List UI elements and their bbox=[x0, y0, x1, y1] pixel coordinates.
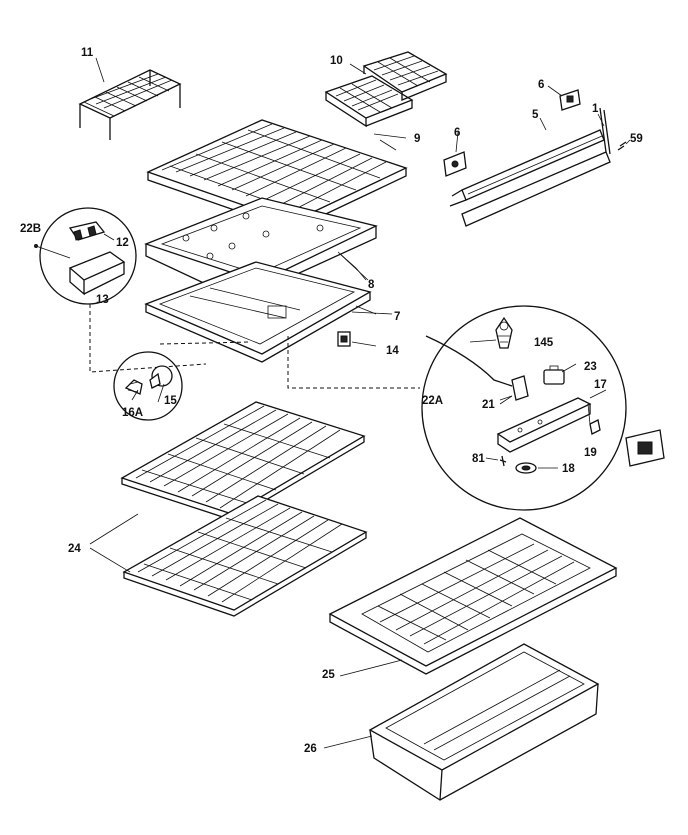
label-leaders bbox=[131, 133, 591, 425]
label-8: 8 bbox=[368, 279, 375, 291]
label-145: 145 bbox=[534, 337, 554, 349]
label-7: 7 bbox=[394, 311, 400, 323]
part-11-wire-rack bbox=[78, 57, 182, 140]
label-1: 1 bbox=[592, 103, 599, 115]
label-25: 25 bbox=[322, 669, 335, 681]
part-6-bracket-upper bbox=[547, 85, 581, 111]
label-81: 81 bbox=[472, 453, 485, 465]
label-12: 12 bbox=[116, 237, 129, 249]
part-24-shelf-lower bbox=[122, 495, 368, 617]
part-5-rail bbox=[449, 117, 605, 207]
detail-circle-left bbox=[34, 207, 137, 305]
part-9-freezer-shelf bbox=[146, 119, 408, 231]
label-18: 18 bbox=[562, 463, 575, 475]
part-6-bracket-lower bbox=[443, 131, 467, 177]
label-26: 26 bbox=[304, 743, 317, 755]
label-21: 21 bbox=[482, 399, 495, 411]
label-59: 59 bbox=[630, 133, 643, 145]
label-5: 5 bbox=[532, 109, 539, 121]
part-outlet-box bbox=[625, 429, 665, 467]
label-6-upper: 6 bbox=[538, 79, 544, 91]
label-10: 10 bbox=[330, 55, 343, 67]
part-1-rail bbox=[461, 107, 611, 227]
label-19: 19 bbox=[584, 447, 597, 459]
label-17: 17 bbox=[594, 379, 607, 391]
dashed-leaders bbox=[89, 304, 420, 389]
detail-circle-right bbox=[421, 305, 627, 511]
label-11: 11 bbox=[81, 47, 94, 59]
label-22a: 22A bbox=[422, 395, 443, 407]
part-labels: 11 10 6 9 6 5 1 59 22B 12 13 8 7 14 145 … bbox=[20, 47, 643, 755]
detail-circle-bulb bbox=[113, 351, 183, 421]
label-9: 9 bbox=[414, 133, 420, 145]
label-15: 15 bbox=[164, 395, 177, 407]
part-25-crisper-cover bbox=[328, 517, 618, 677]
label-6-lower: 6 bbox=[454, 127, 460, 139]
part-59-screw bbox=[617, 139, 631, 151]
leader-24 bbox=[89, 513, 139, 573]
label-13: 13 bbox=[96, 294, 109, 306]
label-24: 24 bbox=[68, 543, 81, 555]
part-10-ice-trays bbox=[324, 51, 448, 128]
part-14-switch bbox=[337, 331, 377, 347]
part-26-crisper-drawer bbox=[323, 643, 600, 801]
label-14: 14 bbox=[386, 345, 399, 357]
label-23: 23 bbox=[584, 361, 597, 373]
part-7-base-pan bbox=[144, 261, 377, 363]
label-16a: 16A bbox=[122, 407, 143, 419]
part-24-shelf-upper bbox=[120, 401, 366, 521]
label-22b: 22B bbox=[20, 223, 41, 235]
